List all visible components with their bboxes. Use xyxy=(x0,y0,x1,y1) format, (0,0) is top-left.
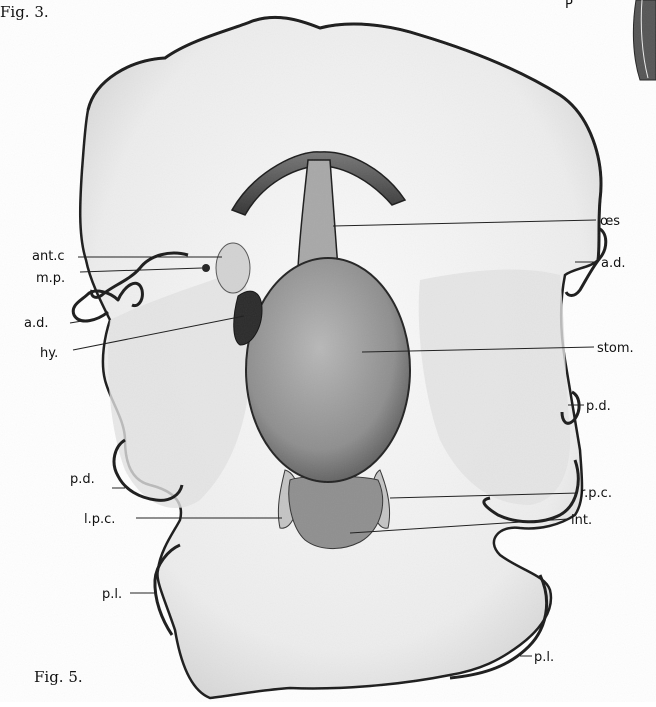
label-int: int. xyxy=(571,513,592,528)
label-p-d-left: p.d. xyxy=(70,472,95,487)
label-ant-c: ant.c xyxy=(32,249,65,264)
label-l-p-c: l.p.c. xyxy=(84,512,115,527)
label-p-l-right: p.l. xyxy=(534,650,554,665)
figure-bottom-caption: Fig. 5. xyxy=(34,668,83,686)
figure-top-caption: Fig. 3. xyxy=(0,3,49,21)
label-hy: hy. xyxy=(40,346,58,361)
label-p-d-right: p.d. xyxy=(586,399,611,414)
label-stom: stom. xyxy=(597,341,634,356)
corner-fragment-label: P xyxy=(565,0,573,12)
label-m-p: m.p. xyxy=(36,271,65,286)
label-r-p-c: r.p.c. xyxy=(580,486,612,501)
label-oes: œs xyxy=(600,214,620,229)
label-p-l-left: p.l. xyxy=(102,587,122,602)
label-a-d-right: a.d. xyxy=(601,256,625,271)
label-a-d-left: a.d. xyxy=(24,316,48,331)
